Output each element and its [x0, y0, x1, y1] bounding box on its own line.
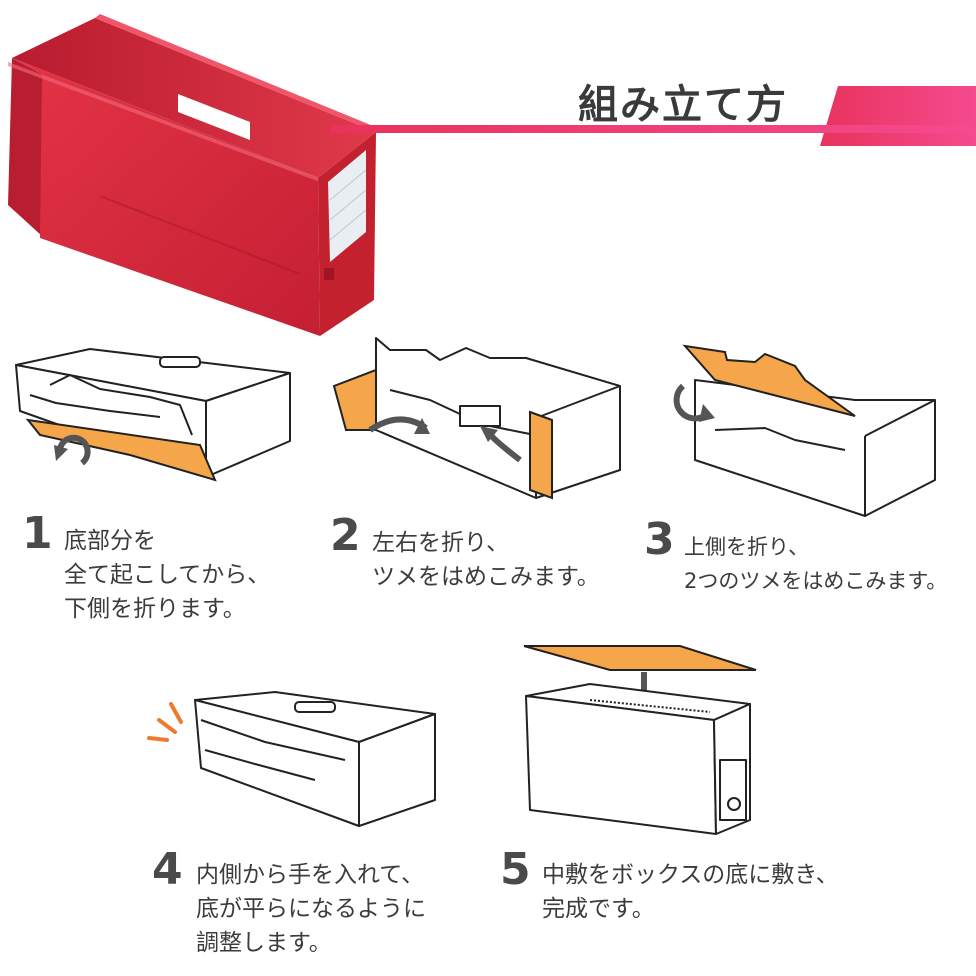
step-4-illustration [145, 690, 445, 830]
product-red-box-image [0, 0, 380, 340]
step-1-text: 底部分を 全て起こしてから、 下側を折ります。 [64, 524, 270, 626]
step-3-text: 上側を折り、 2つのツメをはめこみます。 [684, 530, 947, 598]
step-1-line: 下側を折ります。 [64, 592, 270, 626]
step-1-illustration [10, 345, 300, 495]
step-2-number: 2 [330, 514, 361, 558]
step-5-number: 5 [500, 848, 531, 892]
step-3-illustration [655, 340, 945, 520]
step-4-number: 4 [152, 848, 183, 892]
step-3-line: 2つのツメをはめこみます。 [684, 564, 947, 598]
step-2-line: 左右を折り、 [372, 526, 600, 560]
step-1-line: 底部分を [64, 524, 270, 558]
step-5-line: 完成です。 [542, 892, 839, 926]
step-2-text: 左右を折り、 ツメをはめこみます。 [372, 526, 600, 594]
step-5-illustration [520, 640, 760, 840]
step-4-line: 調整します。 [196, 926, 426, 960]
step-3-line: 上側を折り、 [684, 530, 947, 564]
impact-lines-icon [149, 704, 181, 740]
step-5-line: 中敷をボックスの底に敷き、 [542, 858, 839, 892]
step-2-illustration [330, 330, 630, 500]
step-2-line: ツメをはめこみます。 [372, 560, 600, 594]
step-1-number: 1 [22, 512, 53, 556]
step-1-line: 全て起こしてから、 [64, 558, 270, 592]
step-4-line: 底が平らになるように [196, 892, 426, 926]
page-title: 組み立て方 [578, 72, 788, 130]
step-4-line: 内側から手を入れて、 [196, 858, 426, 892]
step-4-text: 内側から手を入れて、 底が平らになるように 調整します。 [196, 858, 426, 960]
step-5-text: 中敷をボックスの底に敷き、 完成です。 [542, 858, 839, 926]
step-3-number: 3 [644, 518, 675, 562]
